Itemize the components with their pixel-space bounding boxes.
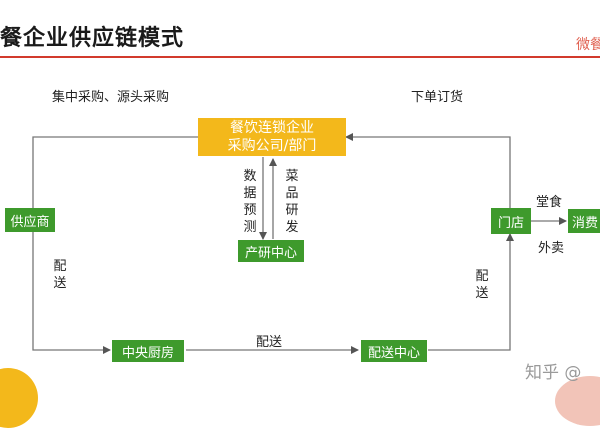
label-data-forecast: 数据预测 bbox=[243, 169, 257, 235]
label-order: 下单订货 bbox=[411, 90, 464, 105]
label-central-purchase: 集中采购、源头采购 bbox=[52, 90, 170, 105]
rnd-node: 产研中心 bbox=[238, 240, 304, 262]
supplier-node: 供应商 bbox=[5, 208, 55, 232]
label-dine-in: 堂食 bbox=[536, 195, 563, 210]
source-watermark: 知乎 @ bbox=[525, 363, 582, 383]
line-store-to-hq bbox=[345, 133, 511, 208]
line-supplier-to-kitchen bbox=[32, 232, 111, 354]
corner-text: 微餐 bbox=[576, 37, 600, 53]
hq-node-line1: 餐饮连锁企业 bbox=[230, 120, 314, 136]
hq-node-line2: 采购公司/部门 bbox=[227, 138, 317, 154]
connector-lines bbox=[32, 133, 567, 354]
consumer-node: 消费 bbox=[568, 209, 600, 233]
label-delivery-right: 配送 bbox=[475, 269, 489, 301]
page-title: 餐企业供应链模式 bbox=[0, 26, 185, 51]
label-delivery-bottom: 配送 bbox=[256, 335, 283, 350]
title-underline bbox=[0, 56, 600, 58]
diagram-page: 餐企业供应链模式 微餐 餐饮连锁企业 采购公司/部门 供应商 产研中心 门店 消… bbox=[0, 26, 600, 428]
kitchen-node: 中央厨房 bbox=[112, 340, 184, 362]
dc-node: 配送中心 bbox=[361, 340, 427, 362]
hq-node: 餐饮连锁企业 采购公司/部门 bbox=[198, 118, 346, 156]
line-supplier-to-hq bbox=[32, 136, 198, 208]
label-menu-dev: 菜品研发 bbox=[285, 169, 299, 235]
label-delivery-left: 配送 bbox=[53, 259, 67, 291]
store-node: 门店 bbox=[491, 208, 531, 234]
label-takeout: 外卖 bbox=[538, 241, 565, 256]
line-dc-to-store bbox=[428, 233, 514, 351]
